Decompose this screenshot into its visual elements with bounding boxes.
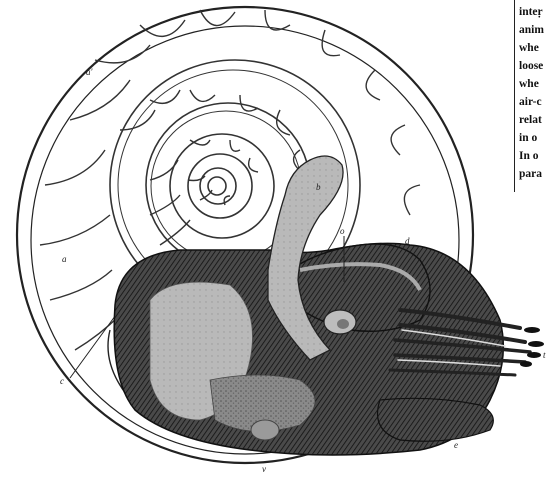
text-line: in o <box>519 132 537 144</box>
text-line: para <box>519 168 542 180</box>
text-line: loose <box>519 60 543 72</box>
label-o: o <box>340 226 345 236</box>
label-c: c <box>60 376 64 386</box>
label-v: v <box>262 464 266 474</box>
label-d: d <box>405 236 410 246</box>
text-line: whe <box>519 42 539 54</box>
label-b: b <box>316 182 321 192</box>
label-a: a <box>62 254 67 264</box>
text-line: whe <box>519 78 539 90</box>
text-line: air-c <box>519 96 542 108</box>
text-line: inteṛ <box>519 6 543 18</box>
label-e: e <box>454 440 458 450</box>
text-line: relat <box>519 114 542 126</box>
label-t: t <box>543 350 546 360</box>
text-line: anim <box>519 24 544 36</box>
text-line: In o <box>519 150 539 162</box>
eye <box>324 310 356 334</box>
lower-lobe <box>378 398 494 441</box>
article-text-column: inteṛ anim whe loose whe air-c relat in … <box>514 0 549 192</box>
label-a-prime: a' <box>86 67 94 77</box>
